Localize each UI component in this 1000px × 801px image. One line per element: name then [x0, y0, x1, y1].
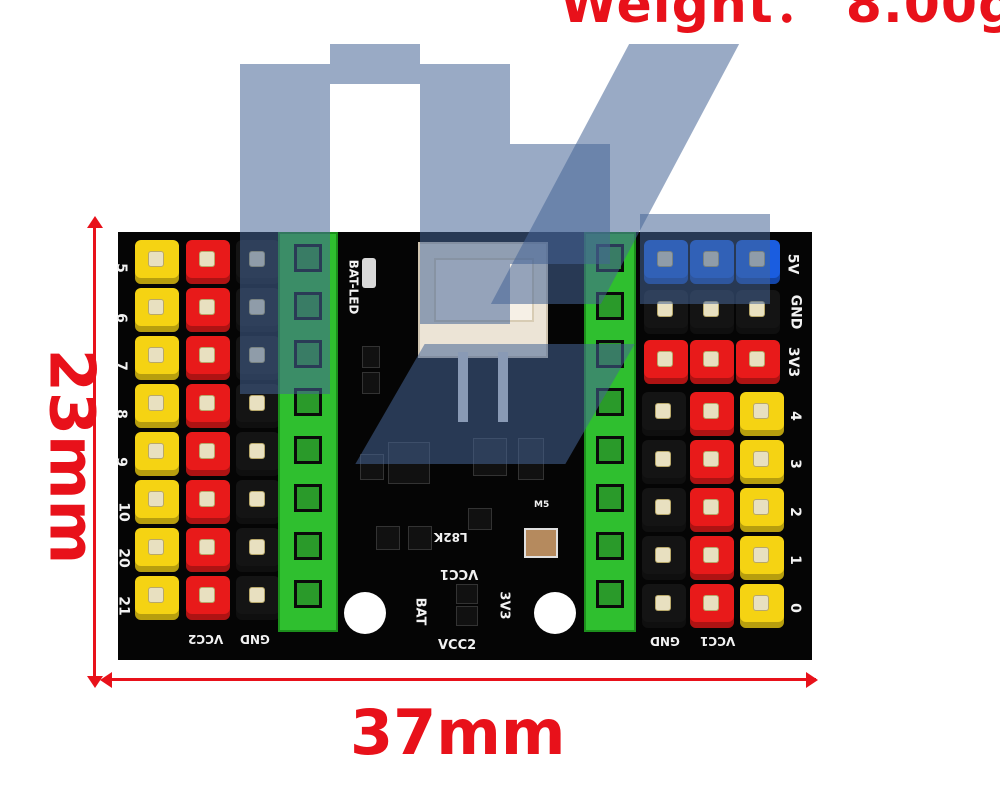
header-pin: [186, 240, 230, 284]
smd-chip: [456, 606, 478, 626]
horizontal-arrow-left: [100, 672, 112, 688]
3v3-power-label: 3V3: [785, 346, 802, 378]
pin-number: 9: [112, 457, 129, 467]
header-pin: [186, 576, 230, 620]
header-pin: [236, 384, 280, 428]
pin-number: 2: [786, 507, 803, 517]
gnd-power-label: GND: [787, 294, 804, 330]
header-pin: [135, 384, 179, 428]
vcc1-center-label: VCC1: [440, 566, 479, 581]
power-header-3v3: [644, 340, 784, 384]
weight-label: Weight： 8.00g: [560, 0, 1000, 35]
pin-number: 20: [115, 548, 132, 568]
l82k-label: L82K: [434, 530, 468, 544]
vertical-arrow-bottom: [87, 676, 103, 688]
header-pin: [186, 384, 230, 428]
header-pin: [135, 576, 179, 620]
header-pin: [135, 432, 179, 476]
m5-label: M5: [534, 500, 550, 510]
smd-chip: [388, 442, 430, 484]
pin-number: 6: [112, 313, 129, 323]
green-socket-right: [584, 232, 636, 632]
3v3-center-label: 3V3: [496, 591, 512, 620]
power-header-gnd: [644, 290, 784, 334]
header-pin: [135, 336, 179, 380]
connector-pin: [498, 352, 508, 422]
width-label: 37mm: [350, 696, 566, 769]
bat-led-label: BAT-LED: [346, 259, 361, 315]
vcc1-label-right: VCC1: [700, 634, 736, 648]
red-header-left: [182, 240, 232, 622]
yellow-header-left: [132, 240, 182, 622]
header-pin: [186, 336, 230, 380]
header-pin: [236, 528, 280, 572]
green-socket-left: [278, 232, 338, 632]
header-pin: [186, 528, 230, 572]
header-pin: [135, 240, 179, 284]
5v-label: 5V: [784, 253, 801, 275]
header-pin: [135, 528, 179, 572]
smd-chip: [376, 526, 400, 550]
smd-chip: [456, 584, 478, 604]
mounting-hole-left: [344, 592, 386, 634]
bat-label: BAT: [412, 597, 428, 626]
header-pin: [236, 336, 280, 380]
red-header-right: [690, 392, 736, 632]
gnd-label-left: GND: [240, 632, 270, 646]
gnd-label-right: GND: [650, 634, 680, 648]
smd-chip: [473, 438, 507, 476]
header-pin: [236, 240, 280, 284]
pin-number: 8: [112, 409, 129, 419]
vcc2-center-label: VCC2: [438, 638, 477, 653]
pin-number: 10: [115, 502, 132, 522]
black-header-right: [642, 392, 688, 632]
pin-number: 5: [112, 263, 129, 273]
height-label: 23mm: [35, 348, 109, 565]
connector-pin: [458, 352, 468, 422]
pin-number: 4: [786, 411, 803, 421]
pin-number: 21: [115, 596, 132, 616]
header-pin: [236, 432, 280, 476]
vertical-arrow-top: [87, 216, 103, 228]
header-pin: [236, 480, 280, 524]
led: [362, 258, 376, 288]
pin-number: 7: [112, 361, 129, 371]
header-pin: [236, 288, 280, 332]
smd-chip: [360, 454, 384, 480]
pin-number: 0: [786, 603, 803, 613]
black-header-left: [234, 240, 280, 622]
yellow-header-right: [740, 392, 786, 632]
vcc2-label-left: VCC2: [188, 632, 224, 646]
header-pin: [186, 288, 230, 332]
vertical-dimension-line: [93, 220, 96, 685]
smd-chip: [362, 346, 380, 368]
header-pin: [186, 432, 230, 476]
capacitor: [524, 528, 558, 558]
header-pin: [135, 480, 179, 524]
header-pin: [135, 288, 179, 332]
smd-chip: [468, 508, 492, 530]
jst-connector: [418, 242, 548, 358]
header-pin: [186, 480, 230, 524]
smd-chip: [518, 438, 544, 480]
horizontal-dimension-line: [106, 678, 816, 681]
smd-chip: [408, 526, 432, 550]
pin-number: 1: [786, 555, 803, 565]
header-pin: [236, 576, 280, 620]
mounting-hole-right: [534, 592, 576, 634]
pcb-board: 5 6 7 8 9 10 20 21 VCC2 GND: [113, 232, 812, 660]
pin-number: 3: [786, 459, 803, 469]
smd-chip: [362, 372, 380, 394]
power-header-5v: [644, 240, 784, 284]
horizontal-arrow-right: [806, 672, 818, 688]
